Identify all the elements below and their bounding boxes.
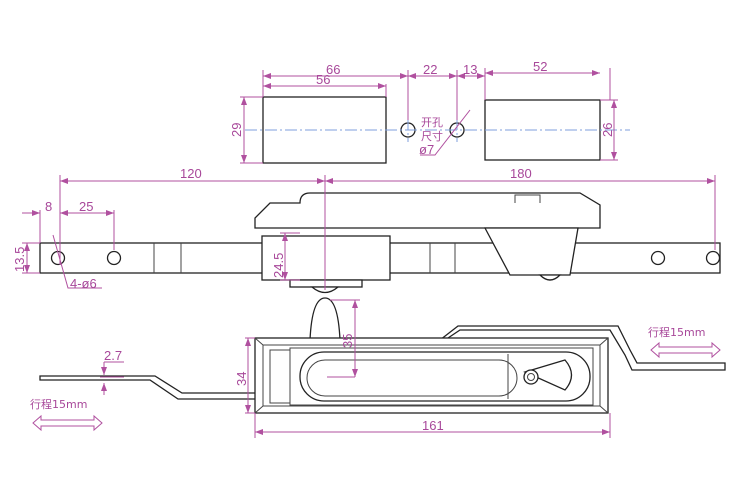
grip-slot bbox=[299, 351, 591, 402]
latch-tongue bbox=[309, 297, 341, 341]
handle-body bbox=[254, 192, 601, 229]
dim-161: 161 bbox=[422, 418, 444, 433]
side-view: 120 180 8 25 13.5 24.5 4-ø6 bbox=[12, 166, 721, 294]
dim-24-5: 24.5 bbox=[271, 253, 286, 278]
hole-note-2: 尺寸 bbox=[421, 129, 443, 143]
hole-diameter: ø7 bbox=[419, 142, 434, 157]
stroke-label-left: 行程15mm bbox=[30, 398, 87, 411]
dim-13: 13 bbox=[463, 62, 477, 77]
dim-8: 8 bbox=[45, 199, 52, 214]
dim-29: 29 bbox=[229, 123, 244, 137]
dim-120: 120 bbox=[180, 166, 202, 181]
dim-52: 52 bbox=[533, 59, 547, 74]
dim-34: 34 bbox=[234, 372, 249, 386]
dim-56: 56 bbox=[316, 72, 330, 87]
stroke-arrow-right-icon bbox=[650, 341, 721, 359]
dim-25: 25 bbox=[79, 199, 93, 214]
dim-22: 22 bbox=[423, 62, 437, 77]
front-view: 35 34 161 2.7 行程15mm 行程15mm bbox=[30, 297, 726, 438]
stroke-arrow-left-icon bbox=[32, 414, 103, 432]
holes-note: 4-ø6 bbox=[70, 276, 97, 291]
right-cutout bbox=[484, 99, 601, 161]
dim-66: 66 bbox=[326, 62, 340, 77]
cutout-view: 66 56 22 13 52 29 26 开孔 尺寸 ø7 bbox=[229, 59, 630, 164]
dim-13-5: 13.5 bbox=[12, 247, 27, 272]
dim-26: 26 bbox=[600, 123, 615, 137]
dim-180: 180 bbox=[510, 166, 532, 181]
stroke-label-right: 行程15mm bbox=[648, 326, 705, 339]
dim-35: 35 bbox=[340, 334, 355, 348]
key-cover bbox=[523, 359, 573, 391]
dim-2-7: 2.7 bbox=[104, 348, 122, 363]
lock-cylinder bbox=[523, 369, 539, 385]
hole-note-1: 开孔 bbox=[421, 116, 443, 129]
